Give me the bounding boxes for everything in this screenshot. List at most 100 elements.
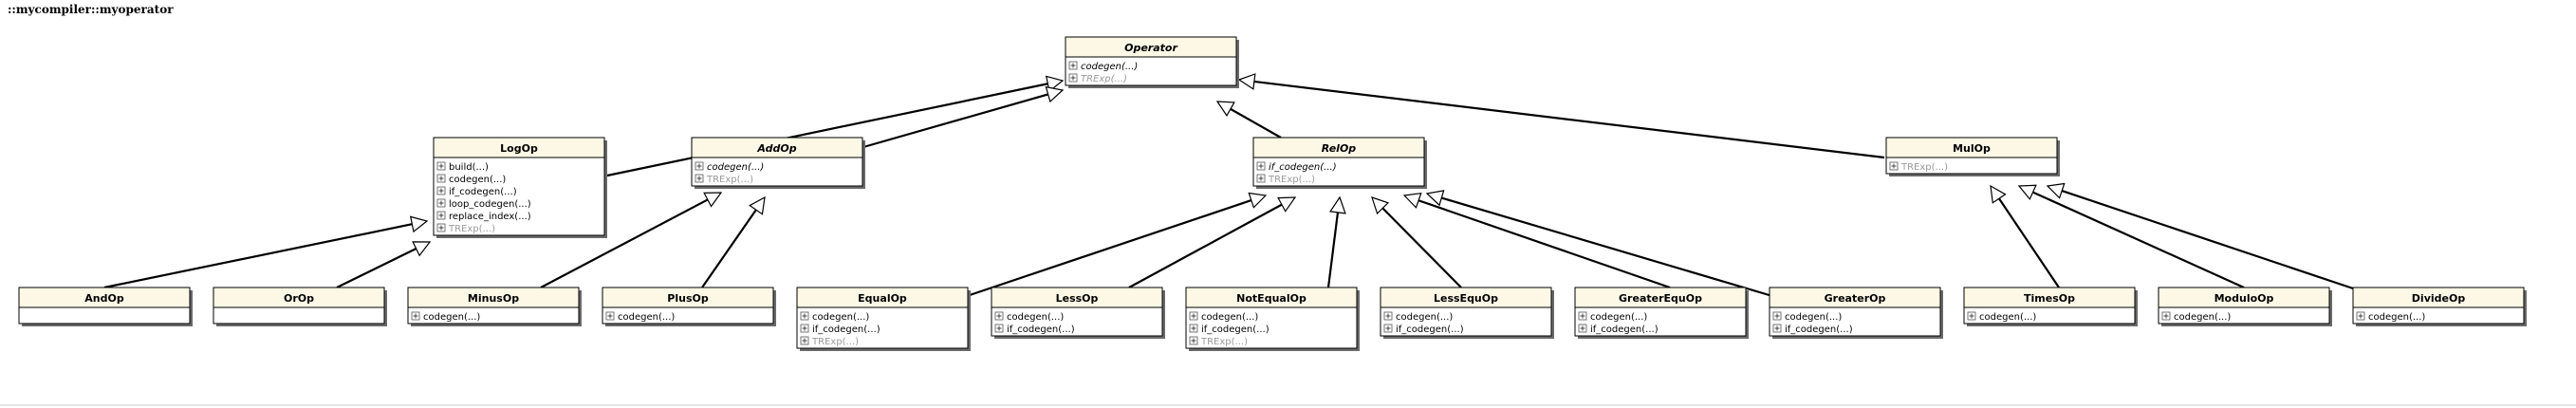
generalization-timesop-to-mulop[interactable] bbox=[1990, 184, 2060, 288]
method-row[interactable]: if_codegen(...) bbox=[436, 186, 517, 197]
generalization-relop-to-operator[interactable] bbox=[1215, 101, 1282, 139]
generalization-equalop-to-relop[interactable] bbox=[969, 192, 1268, 297]
method-row[interactable]: if_codegen(...) bbox=[1383, 324, 1464, 335]
expand-plus-icon bbox=[1578, 311, 1587, 321]
class-name: EqualOp bbox=[858, 292, 907, 305]
class-header bbox=[692, 138, 862, 158]
generalization-lessequop-to-relop[interactable] bbox=[1371, 196, 1462, 288]
method-row[interactable]: build(...) bbox=[436, 161, 489, 173]
method-label: codegen(...) bbox=[1007, 312, 1064, 323]
method-row[interactable]: if_codegen(...) bbox=[994, 324, 1075, 335]
inheritance-arrowhead-icon bbox=[409, 215, 429, 233]
class-boxes: Operatorcodegen(...)TRExp(...)LogOpbuild… bbox=[18, 36, 2527, 351]
class-log-op[interactable]: LogOpbuild(...)codegen(...)if_codegen(..… bbox=[433, 137, 607, 238]
method-row[interactable]: codegen(...) bbox=[1383, 311, 1453, 323]
method-row[interactable]: if_codegen(...) bbox=[1256, 161, 1337, 173]
method-row[interactable]: codegen(...) bbox=[1967, 311, 2036, 323]
generalization-andop-to-logop[interactable] bbox=[103, 215, 429, 289]
class-name: MinusOp bbox=[468, 292, 519, 305]
method-row[interactable]: TRExp(...) bbox=[1256, 174, 1315, 185]
method-row[interactable]: TRExp(...) bbox=[436, 223, 495, 234]
method-label: if_codegen(...) bbox=[1396, 325, 1464, 335]
class-equal-op[interactable]: EqualOp codegen(...) if_codegen(...) TRExp(… bbox=[796, 287, 971, 351]
method-row[interactable]: codegen(...) bbox=[2356, 311, 2425, 323]
method-row[interactable]: TRExp(...) bbox=[1068, 73, 1127, 84]
class-header bbox=[1770, 287, 1940, 307]
method-row[interactable]: codegen(...) bbox=[1578, 311, 1647, 323]
edge-line bbox=[2061, 190, 2354, 290]
method-row[interactable]: loop_codegen(...) bbox=[436, 198, 531, 210]
method-row[interactable]: codegen(...) bbox=[695, 161, 764, 173]
class-name: TimesOp bbox=[2024, 292, 2075, 305]
generalization-lessop-to-relop[interactable] bbox=[1128, 196, 1297, 288]
edge-line bbox=[2032, 191, 2245, 289]
method-row[interactable]: TRExp(...) bbox=[1889, 161, 1948, 173]
generalization-plusop-to-addop[interactable] bbox=[701, 195, 766, 288]
method-row[interactable]: codegen(...) bbox=[605, 311, 675, 323]
class-header bbox=[991, 287, 1162, 307]
method-row[interactable]: codegen(...) bbox=[2161, 311, 2231, 323]
expand-plus-icon bbox=[1967, 311, 1976, 321]
method-label: codegen(...) bbox=[1979, 312, 2036, 323]
generalization-minusop-to-addop[interactable] bbox=[540, 192, 723, 288]
method-label: codegen(...) bbox=[1201, 312, 1258, 323]
method-row[interactable]: TRExp(...) bbox=[1189, 336, 1248, 347]
method-label: if_codegen(...) bbox=[812, 325, 880, 335]
class-name: LessEquOp bbox=[1434, 292, 1498, 305]
class-or-op[interactable]: OrOp bbox=[213, 287, 387, 326]
generalization-mulop-to-operator[interactable] bbox=[1237, 73, 1885, 159]
expand-plus-icon bbox=[1189, 324, 1198, 333]
method-row[interactable]: replace_index(...) bbox=[436, 211, 531, 222]
generalization-addop-to-operator[interactable] bbox=[862, 85, 1065, 149]
method-label: if_codegen(...) bbox=[1785, 325, 1853, 335]
method-row[interactable]: codegen(...) bbox=[800, 311, 869, 323]
generalization-greaterequop-to-relop[interactable] bbox=[1402, 192, 1671, 289]
method-row[interactable]: codegen(...) bbox=[436, 174, 506, 185]
expand-plus-icon bbox=[800, 336, 809, 345]
package-title: ::mycompiler::myoperator bbox=[8, 3, 174, 16]
generalization-divideop-to-mulop[interactable] bbox=[2046, 182, 2354, 290]
class-times-op[interactable]: TimesOp codegen(...) bbox=[1963, 287, 2138, 326]
class-and-op[interactable]: AndOp bbox=[18, 287, 193, 326]
generalization-notequalop-to-relop[interactable] bbox=[1326, 195, 1346, 288]
method-label: TRExp(...) bbox=[811, 337, 859, 347]
expand-plus-icon bbox=[605, 311, 615, 321]
class-header bbox=[434, 138, 604, 158]
method-label: codegen(...) bbox=[618, 312, 675, 323]
method-row[interactable]: codegen(...) bbox=[994, 311, 1064, 323]
class-less-equ-op[interactable]: LessEquOp codegen(...) if_codegen(...) bbox=[1380, 287, 1554, 339]
method-row[interactable]: codegen(...) bbox=[1772, 311, 1842, 323]
class-not-equal-op[interactable]: NotEqualOpcodegen(...)if_codegen(...)TRE… bbox=[1185, 287, 1360, 351]
method-row[interactable]: codegen(...) bbox=[1068, 61, 1138, 72]
generalization-orop-to-logop[interactable] bbox=[336, 241, 432, 288]
method-row[interactable]: TRExp(...) bbox=[800, 336, 859, 347]
method-row[interactable]: if_codegen(...) bbox=[1772, 324, 1853, 335]
inheritance-arrowhead-icon bbox=[412, 241, 432, 257]
class-minus-op[interactable]: MinusOp codegen(...) bbox=[407, 287, 582, 326]
edge-line bbox=[1128, 203, 1283, 288]
method-row[interactable]: codegen(...) bbox=[411, 311, 480, 323]
inheritance-arrowhead-icon bbox=[703, 192, 723, 208]
generalization-moduloop-to-mulop[interactable] bbox=[2017, 184, 2245, 289]
inheritance-arrowhead-icon bbox=[1371, 196, 1390, 215]
method-row[interactable]: codegen(...) bbox=[1189, 311, 1258, 323]
method-row[interactable]: if_codegen(...) bbox=[1578, 324, 1659, 335]
method-label: codegen(...) bbox=[2368, 312, 2425, 323]
edge-line bbox=[1253, 80, 1885, 159]
method-label: TRExp(...) bbox=[1081, 74, 1127, 84]
method-row[interactable]: if_codegen(...) bbox=[1189, 324, 1269, 335]
generalization-greaterop-to-relop[interactable] bbox=[1425, 190, 1773, 298]
method-row[interactable]: if_codegen(...) bbox=[800, 324, 880, 335]
method-label: if_codegen(...) bbox=[449, 187, 517, 197]
method-row[interactable]: TRExp(...) bbox=[695, 174, 753, 185]
